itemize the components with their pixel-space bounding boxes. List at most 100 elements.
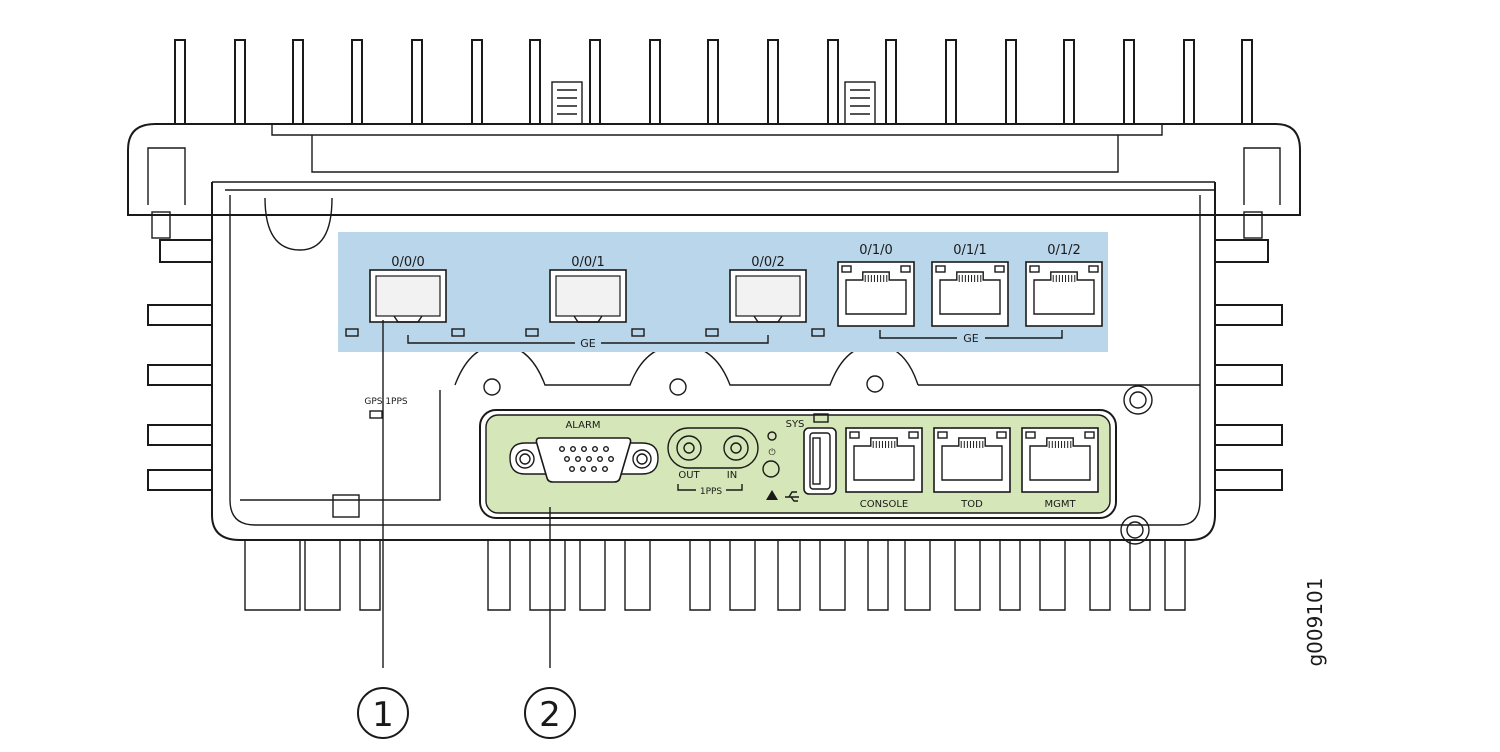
rj45-group-label: GE xyxy=(963,332,979,345)
bottom-fin xyxy=(819,540,846,611)
top-fin xyxy=(1183,39,1195,124)
top-fin xyxy=(707,39,719,124)
sfp-led-right xyxy=(451,328,465,337)
pps-in-label: IN xyxy=(727,470,737,481)
top-fin xyxy=(1123,39,1135,124)
chassis-top xyxy=(127,81,1301,216)
callouts: 1 2 xyxy=(357,320,576,739)
sfp-port-0-0-2[interactable]: 0/0/2 xyxy=(705,255,825,337)
bottom-fin xyxy=(579,540,606,611)
alarm-pin xyxy=(591,466,598,473)
management-ports-group: CONSOLE TOD MGMT xyxy=(845,427,1099,510)
bottom-fin xyxy=(487,540,511,611)
sfp-led-left xyxy=(525,328,539,337)
rj45-port-0-1-1[interactable]: 0/1/1 xyxy=(931,243,1009,327)
console-port[interactable] xyxy=(845,427,923,493)
alarm-pin xyxy=(570,446,577,453)
bottom-fin xyxy=(1129,540,1151,611)
sfp-port-label: 0/0/0 xyxy=(391,255,425,270)
top-fin xyxy=(351,39,363,124)
rj45-port-0-1-1-label: 0/1/1 xyxy=(953,243,987,258)
top-fin xyxy=(471,39,483,124)
gps-1pps-led xyxy=(369,410,383,419)
alarm-pin xyxy=(580,466,587,473)
bottom-fin xyxy=(624,540,651,611)
sys-led xyxy=(813,413,829,423)
callout-2-number: 2 xyxy=(539,695,561,735)
pps-group-label: 1PPS xyxy=(700,487,723,497)
pps-out-label: OUT xyxy=(678,470,700,481)
sfp-led-right xyxy=(631,328,645,337)
top-fin xyxy=(589,39,601,124)
bottom-fin xyxy=(529,540,566,611)
management-panel: ALARM OUT IN 1PPS ⏻ SYS xyxy=(479,409,1117,519)
sfp-ports-group: 0/0/0 0/0/1 0/0/2 xyxy=(345,255,825,337)
console-port-label: CONSOLE xyxy=(860,499,908,510)
network-ports-panel: 0/0/0 0/0/1 0/0/2 0/1/0 0/1/1 0/1/2 GE GE xyxy=(338,232,1108,352)
top-fin xyxy=(767,39,779,124)
gps-1pps-label: GPS 1PPS xyxy=(364,397,408,407)
alarm-pin xyxy=(569,466,576,473)
alarm-label: ALARM xyxy=(565,420,600,431)
top-fin xyxy=(529,39,541,124)
power-button[interactable] xyxy=(762,460,780,478)
alarm-pin xyxy=(559,446,566,453)
bottom-fin xyxy=(689,540,711,611)
alarm-pin xyxy=(608,456,615,463)
top-fin xyxy=(1241,39,1253,124)
mgmt-port[interactable] xyxy=(1021,427,1099,493)
callout-1-circle xyxy=(357,687,409,739)
usb-port[interactable] xyxy=(803,427,837,495)
top-fin xyxy=(174,39,186,124)
top-fin xyxy=(649,39,661,124)
bottom-fin xyxy=(244,540,301,611)
alarm-connector: ALARM xyxy=(509,420,659,483)
sfp-led-left xyxy=(345,328,359,337)
sfp-group-label: GE xyxy=(580,337,596,350)
bottom-fin xyxy=(867,540,889,611)
sfp-port-0-0-1[interactable]: 0/0/1 xyxy=(525,255,645,337)
sfp-port-label: 0/0/2 xyxy=(751,255,785,270)
alarm-pin xyxy=(603,446,610,453)
bottom-fin xyxy=(729,540,756,611)
top-fin xyxy=(945,39,957,124)
callout-1-number: 1 xyxy=(372,695,394,735)
top-fin xyxy=(827,39,839,124)
rj45-ports-group: 0/1/0 0/1/1 0/1/2 xyxy=(837,243,1103,327)
callout-2-circle xyxy=(524,687,576,739)
bottom-fin xyxy=(1089,540,1111,611)
sfp-port-0-0-0[interactable]: 0/0/0 xyxy=(345,255,465,337)
top-fin xyxy=(234,39,246,124)
figure-id: g009101 xyxy=(1303,577,1327,666)
power-icon: ⏻ xyxy=(768,447,775,458)
sfp-port-label: 0/0/1 xyxy=(571,255,605,270)
rj45-port-0-1-2[interactable]: 0/1/2 xyxy=(1025,243,1103,327)
alarm-pin xyxy=(581,446,588,453)
alarm-pin xyxy=(586,456,593,463)
sys-label: SYS xyxy=(786,419,805,430)
top-fin xyxy=(411,39,423,124)
top-fin xyxy=(1063,39,1075,124)
alarm-pin xyxy=(602,466,609,473)
alarm-pin xyxy=(592,446,599,453)
status-led xyxy=(767,431,777,441)
tod-port-label: TOD xyxy=(960,499,983,510)
tod-port[interactable] xyxy=(933,427,1011,493)
bottom-fin xyxy=(954,540,981,611)
alarm-pin xyxy=(597,456,604,463)
esd-warning-icon xyxy=(766,490,778,500)
alarm-pin xyxy=(564,456,571,463)
bottom-fin xyxy=(304,540,341,611)
bottom-heatsink-fins xyxy=(244,540,1186,611)
top-fin xyxy=(885,39,897,124)
bottom-fin xyxy=(1164,540,1186,611)
rj45-port-0-1-0-label: 0/1/0 xyxy=(859,243,893,258)
bottom-fin xyxy=(904,540,931,611)
top-fin xyxy=(292,39,304,124)
bottom-fin xyxy=(999,540,1021,611)
bottom-fin xyxy=(359,540,381,611)
mgmt-port-label: MGMT xyxy=(1044,499,1076,510)
sfp-led-right xyxy=(811,328,825,337)
rj45-port-0-1-0[interactable]: 0/1/0 xyxy=(837,243,915,327)
